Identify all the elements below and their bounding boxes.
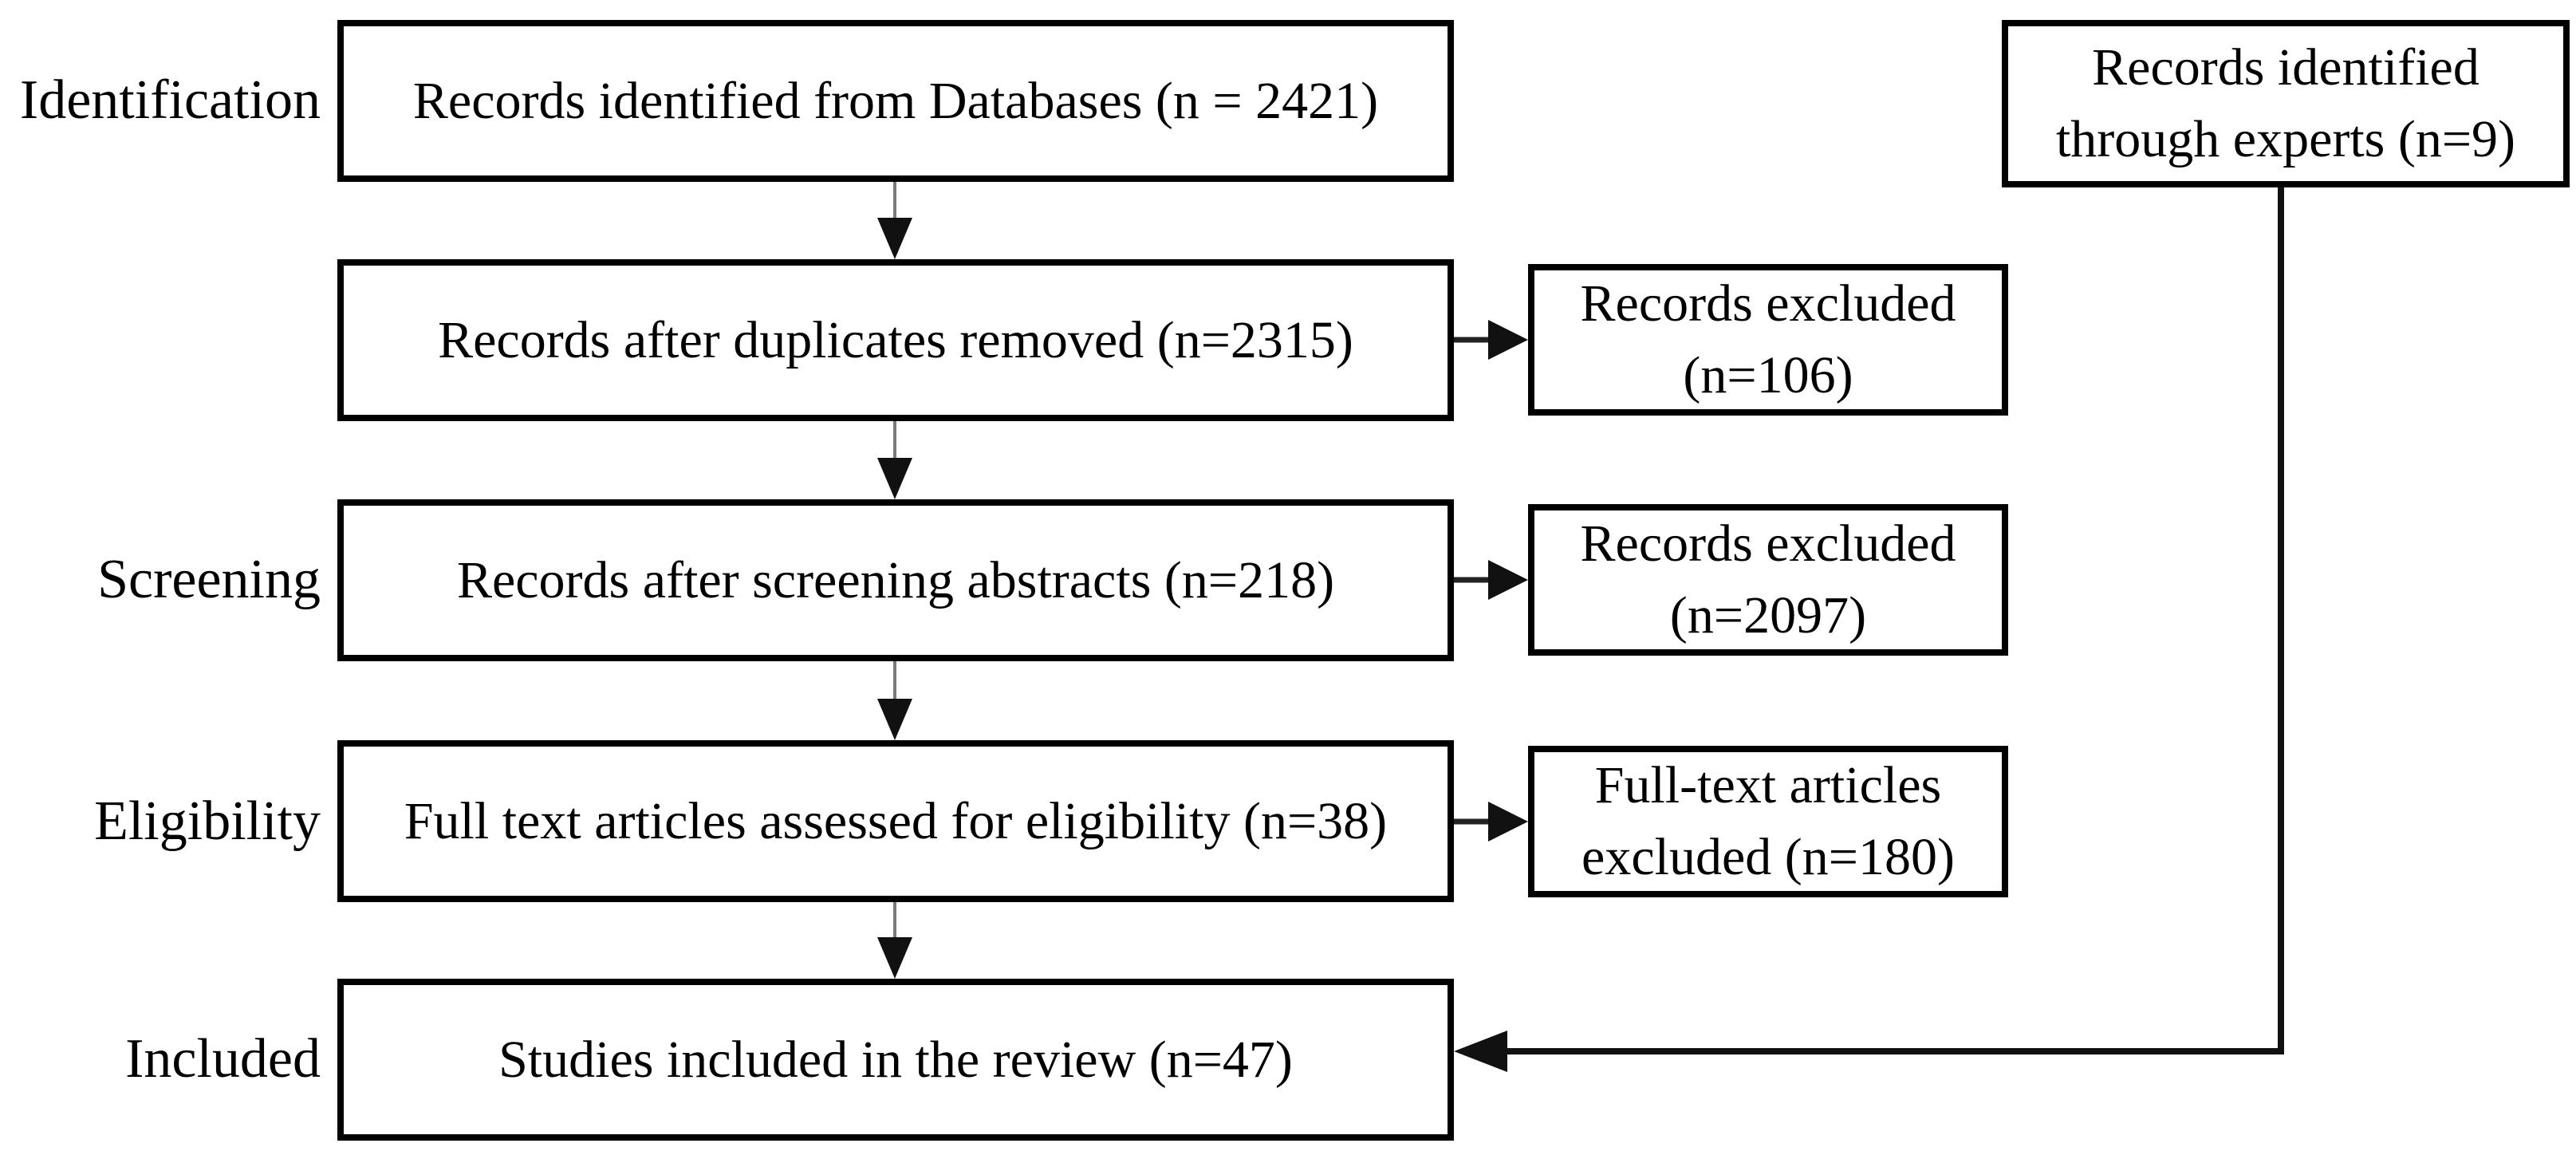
box-records-identified-experts: Records identified through experts (n=9) (2002, 20, 2570, 187)
box-records-excluded-2097: Records excluded (n=2097) (1528, 504, 2008, 656)
box-text: Records after duplicates removed (n=2315… (438, 310, 1353, 369)
arrow-eligibility-to-excluded-icon (1454, 802, 1528, 842)
box-line-1: Records identified (2092, 38, 2479, 97)
box-line-2: (n=106) (1683, 346, 1853, 404)
box-studies-included: Studies included in the review (n=47) (337, 979, 1454, 1141)
arrow-screening-to-eligibility-icon (877, 661, 912, 740)
arrow-duplicates-to-excluded-icon (1454, 320, 1528, 360)
box-line-1: Records excluded (1580, 514, 1956, 573)
box-text: Full text articles assessed for eligibil… (404, 791, 1388, 850)
box-text: Records identified from Databases (n = 2… (412, 71, 1379, 130)
box-records-identified-databases: Records identified from Databases (n = 2… (337, 20, 1454, 182)
arrow-duplicates-to-screening-icon (877, 421, 912, 499)
box-records-after-screening-abstracts: Records after screening abstracts (n=218… (337, 499, 1454, 661)
box-full-text-assessed: Full text articles assessed for eligibil… (337, 740, 1454, 902)
box-line-2: (n=2097) (1669, 586, 1867, 644)
stage-label-identification: Identification (19, 69, 321, 131)
box-records-after-duplicates-removed: Records after duplicates removed (n=2315… (337, 259, 1454, 421)
arrow-eligibility-to-included-icon (877, 902, 912, 979)
box-line-1: Records excluded (1580, 274, 1956, 333)
box-line-1: Full-text articles (1594, 756, 1942, 814)
box-line-2: through experts (n=9) (2055, 110, 2516, 168)
box-text: Studies included in the review (n=47) (498, 1030, 1293, 1089)
arrow-identified-to-duplicates-icon (877, 182, 912, 259)
stage-label-included: Included (125, 1028, 321, 1090)
stage-label-screening: Screening (97, 549, 321, 610)
stage-label-eligibility: Eligibility (94, 790, 321, 852)
box-full-text-excluded-180: Full-text articles excluded (n=180) (1528, 746, 2008, 897)
arrow-screening-to-excluded-icon (1454, 560, 1528, 600)
box-line-2: excluded (n=180) (1581, 828, 1955, 886)
box-text: Records identified through experts (n=9) (2048, 32, 2523, 175)
box-text: Records after screening abstracts (n=218… (456, 550, 1335, 609)
box-records-excluded-106: Records excluded (n=106) (1528, 264, 2008, 416)
box-text: Full-text articles excluded (n=180) (1574, 750, 1963, 893)
box-text: Records excluded (n=2097) (1573, 508, 1964, 652)
arrow-experts-to-included-icon (1454, 187, 2284, 1072)
box-text: Records excluded (n=106) (1573, 268, 1964, 412)
